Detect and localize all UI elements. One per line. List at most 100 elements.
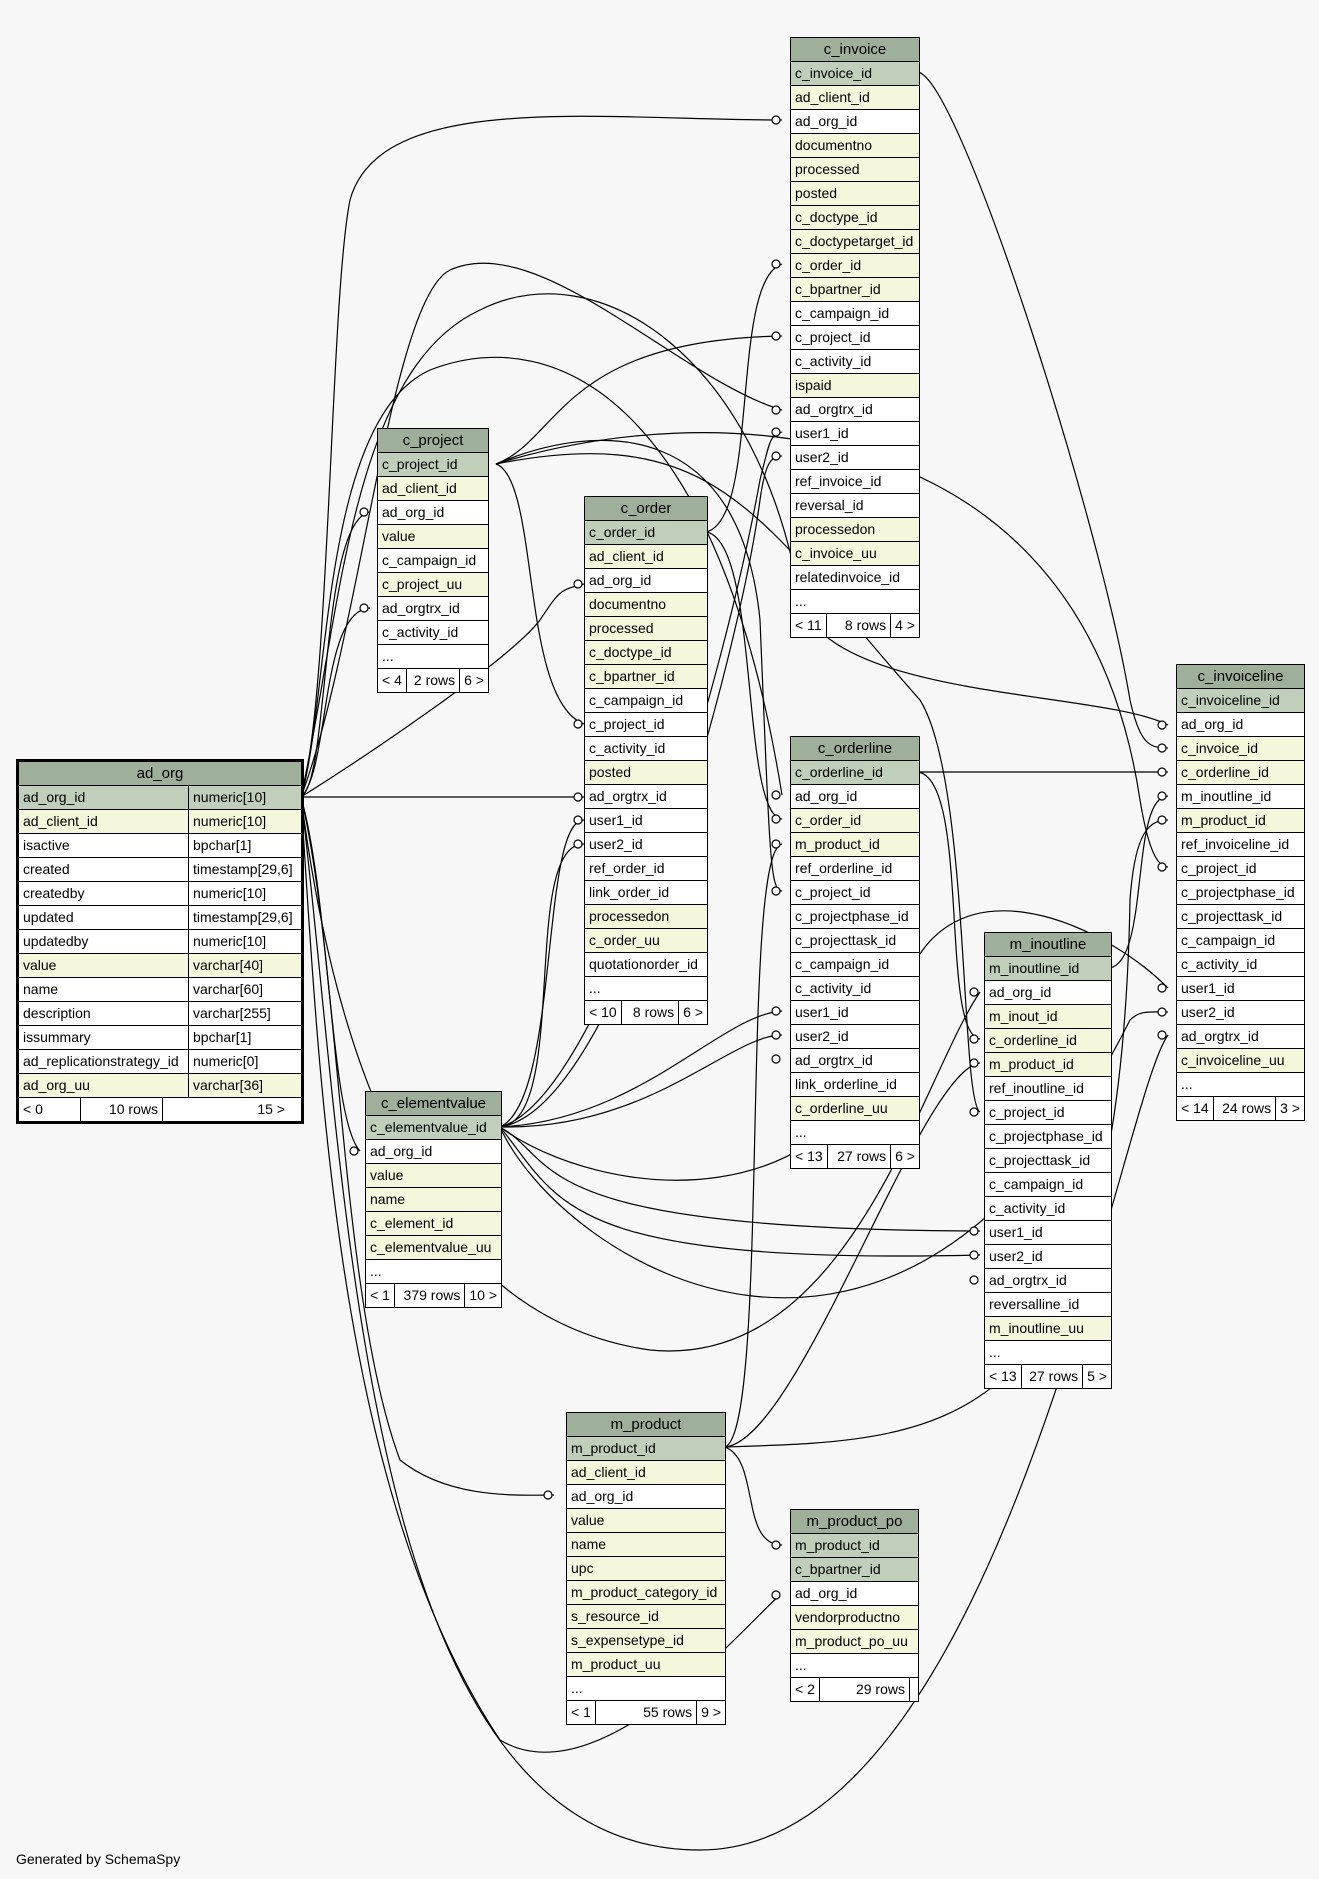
children-count[interactable]: 10 > bbox=[469, 1287, 497, 1303]
column-row[interactable]: ad_orgtrx_id bbox=[378, 597, 488, 621]
column-row[interactable]: ispaid bbox=[791, 374, 919, 398]
column-row[interactable]: ad_org_id bbox=[1177, 713, 1304, 737]
column-row[interactable]: c_bpartner_id bbox=[585, 665, 707, 689]
column-row[interactable]: ref_invoiceline_id bbox=[1177, 833, 1304, 857]
column-row[interactable]: c_projectphase_id bbox=[791, 905, 919, 929]
children-count[interactable]: 6 > bbox=[895, 1148, 915, 1164]
column-row[interactable]: c_activity_id bbox=[378, 621, 488, 645]
column-row[interactable]: user2_id bbox=[585, 833, 707, 857]
column-row[interactable]: vendorproductno bbox=[791, 1606, 918, 1630]
column-row[interactable]: ad_client_id bbox=[378, 477, 488, 501]
column-row[interactable]: c_elementvalue_uu bbox=[366, 1236, 501, 1260]
column-row[interactable]: relatedinvoice_id bbox=[791, 566, 919, 590]
column-row[interactable]: user1_id bbox=[1177, 977, 1304, 1001]
children-count[interactable]: 5 > bbox=[1087, 1368, 1107, 1384]
column-row[interactable]: m_inoutline_id bbox=[985, 957, 1111, 981]
column-row[interactable]: ... bbox=[791, 1654, 918, 1678]
column-row[interactable]: c_invoiceline_uu bbox=[1177, 1049, 1304, 1073]
column-row[interactable]: reversal_id bbox=[791, 494, 919, 518]
column-row[interactable]: ad_orgtrx_id bbox=[1177, 1025, 1304, 1049]
column-row[interactable]: ref_orderline_id bbox=[791, 857, 919, 881]
column-row[interactable]: c_activity_id bbox=[1177, 953, 1304, 977]
parents-count[interactable]: < 13 bbox=[791, 1145, 828, 1168]
parents-count[interactable]: < 10 bbox=[585, 1001, 622, 1024]
column-row[interactable]: upc bbox=[567, 1557, 725, 1581]
column-row[interactable]: ... bbox=[1177, 1073, 1304, 1097]
column-row[interactable]: ad_org_id bbox=[366, 1140, 501, 1164]
column-row[interactable]: value bbox=[378, 525, 488, 549]
column-row[interactable]: c_orderline_id bbox=[791, 761, 919, 785]
column-row[interactable]: user2_id bbox=[791, 1025, 919, 1049]
column-row[interactable]: c_order_id bbox=[585, 521, 707, 545]
column-row[interactable]: c_bpartner_id bbox=[791, 278, 919, 302]
column-row[interactable]: c_projecttask_id bbox=[1177, 905, 1304, 929]
column-row[interactable]: c_campaign_id bbox=[378, 549, 488, 573]
children-count[interactable]: 15 > bbox=[257, 1101, 285, 1117]
parents-count[interactable]: < 2 bbox=[791, 1678, 820, 1701]
column-row[interactable]: m_product_id bbox=[567, 1437, 725, 1461]
column-row[interactable]: user1_id bbox=[791, 1001, 919, 1025]
column-row[interactable]: ad_client_id bbox=[567, 1461, 725, 1485]
parents-count[interactable]: < 14 bbox=[1177, 1097, 1214, 1120]
column-row[interactable]: c_project_id bbox=[585, 713, 707, 737]
column-row[interactable]: ad_client_id bbox=[791, 86, 919, 110]
column-row[interactable]: ad_org_id bbox=[567, 1485, 725, 1509]
column-row[interactable]: link_order_id bbox=[585, 881, 707, 905]
children-count[interactable] bbox=[910, 1678, 918, 1701]
column-row[interactable]: c_project_id bbox=[791, 326, 919, 350]
column-row[interactable]: processed bbox=[791, 158, 919, 182]
column-row[interactable]: c_doctype_id bbox=[585, 641, 707, 665]
column-row[interactable]: c_activity_id bbox=[791, 350, 919, 374]
column-row[interactable]: ad_org_id bbox=[378, 501, 488, 525]
column-row[interactable]: c_orderline_uu bbox=[791, 1097, 919, 1121]
column-row[interactable]: ... bbox=[791, 1121, 919, 1145]
column-row[interactable]: c_elementvalue_id bbox=[366, 1116, 501, 1140]
column-row[interactable]: ref_inoutline_id bbox=[985, 1077, 1111, 1101]
children-count[interactable]: 6 > bbox=[683, 1004, 703, 1020]
column-row[interactable]: value bbox=[366, 1164, 501, 1188]
column-row[interactable]: c_campaign_id bbox=[585, 689, 707, 713]
column-row[interactable]: user1_id bbox=[791, 422, 919, 446]
parents-count[interactable]: < 13 bbox=[985, 1365, 1022, 1388]
column-row[interactable]: c_project_id bbox=[378, 453, 488, 477]
column-row[interactable]: c_activity_id bbox=[585, 737, 707, 761]
column-row[interactable]: m_product_po_uu bbox=[791, 1630, 918, 1654]
column-row[interactable]: reversalline_id bbox=[985, 1293, 1111, 1317]
column-row[interactable]: ad_org_id bbox=[791, 1582, 918, 1606]
column-row[interactable]: c_activity_id bbox=[985, 1197, 1111, 1221]
column-row[interactable]: ref_order_id bbox=[585, 857, 707, 881]
column-row[interactable]: c_invoice_id bbox=[791, 62, 919, 86]
column-row[interactable]: user2_id bbox=[791, 446, 919, 470]
column-row[interactable]: m_inout_id bbox=[985, 1005, 1111, 1029]
column-row[interactable]: c_projectphase_id bbox=[985, 1125, 1111, 1149]
column-row[interactable]: c_projecttask_id bbox=[791, 929, 919, 953]
column-row[interactable]: c_orderline_id bbox=[1177, 761, 1304, 785]
column-row[interactable]: ... bbox=[567, 1677, 725, 1701]
column-row[interactable]: c_element_id bbox=[366, 1212, 501, 1236]
column-row[interactable]: c_doctype_id bbox=[791, 206, 919, 230]
column-row[interactable]: c_project_uu bbox=[378, 573, 488, 597]
column-row[interactable]: m_product_id bbox=[791, 1534, 918, 1558]
column-row[interactable]: user1_id bbox=[985, 1221, 1111, 1245]
column-row[interactable]: c_campaign_id bbox=[791, 953, 919, 977]
column-row[interactable]: m_product_category_id bbox=[567, 1581, 725, 1605]
column-row[interactable]: c_order_id bbox=[791, 809, 919, 833]
column-row[interactable]: documentno bbox=[791, 134, 919, 158]
column-row[interactable]: c_orderline_id bbox=[985, 1029, 1111, 1053]
children-count[interactable]: 3 > bbox=[1280, 1100, 1300, 1116]
column-row[interactable]: c_order_uu bbox=[585, 929, 707, 953]
column-row[interactable]: c_campaign_id bbox=[791, 302, 919, 326]
column-row[interactable]: ... bbox=[791, 590, 919, 614]
